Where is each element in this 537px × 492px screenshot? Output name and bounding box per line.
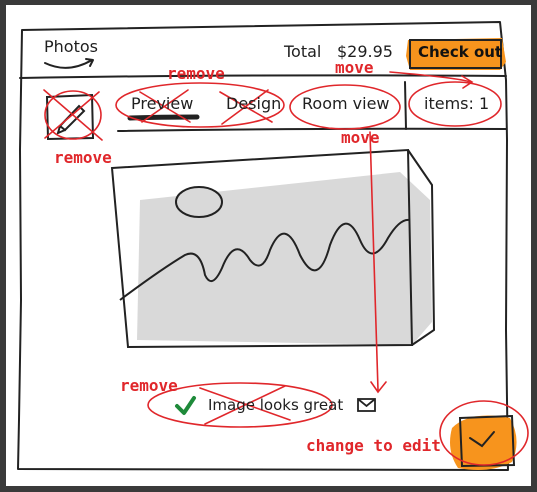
- logo-swoosh: [44, 58, 94, 69]
- cross-check-text: [199, 385, 291, 425]
- confirm-button[interactable]: [460, 416, 514, 466]
- cross-edit-icon: [43, 89, 103, 141]
- tab-preview[interactable]: Preview: [131, 94, 194, 113]
- checkout-highlight: [406, 38, 506, 70]
- circle-confirm: [439, 400, 529, 466]
- total-label: Total: [284, 42, 322, 61]
- checkmark-icon: [175, 396, 196, 415]
- items-divider: [404, 81, 407, 130]
- annotation-change-button: change to edit: [306, 436, 441, 455]
- circle-check-text: [147, 382, 333, 428]
- checkout-button[interactable]: Check out: [418, 43, 503, 61]
- annotation-remove-tabs: remove: [167, 64, 225, 83]
- circle-items: [408, 81, 502, 127]
- annotation-remove-icon: remove: [54, 148, 112, 167]
- annotation-move-top: move: [335, 58, 374, 77]
- confirm-check-icon: [450, 414, 517, 470]
- toolbar-divider: [117, 127, 507, 132]
- cross-design: [219, 89, 273, 125]
- total-value: $29.95: [337, 42, 393, 61]
- image-placeholder-icon: [110, 148, 436, 349]
- arrow-move-items: [389, 71, 474, 89]
- circle-tabs: [115, 82, 285, 128]
- arrow-move-room-view: [369, 131, 387, 394]
- edit-icon-button[interactable]: [47, 95, 93, 139]
- cross-preview: [139, 89, 191, 123]
- mail-envelope-icon: [357, 398, 376, 412]
- items-count: items: 1: [424, 94, 490, 113]
- image-check-text: Image looks great: [208, 396, 344, 414]
- logo-text: Photos: [44, 37, 98, 56]
- circle-room-view: [289, 84, 401, 130]
- tab-design[interactable]: Design: [226, 94, 282, 113]
- selected-tab-underline: [127, 114, 200, 121]
- annotation-remove-check: remove: [120, 376, 178, 395]
- tab-room-view[interactable]: Room view: [302, 94, 390, 113]
- circle-edit-icon: [44, 90, 102, 140]
- annotation-move-items: move: [341, 128, 380, 147]
